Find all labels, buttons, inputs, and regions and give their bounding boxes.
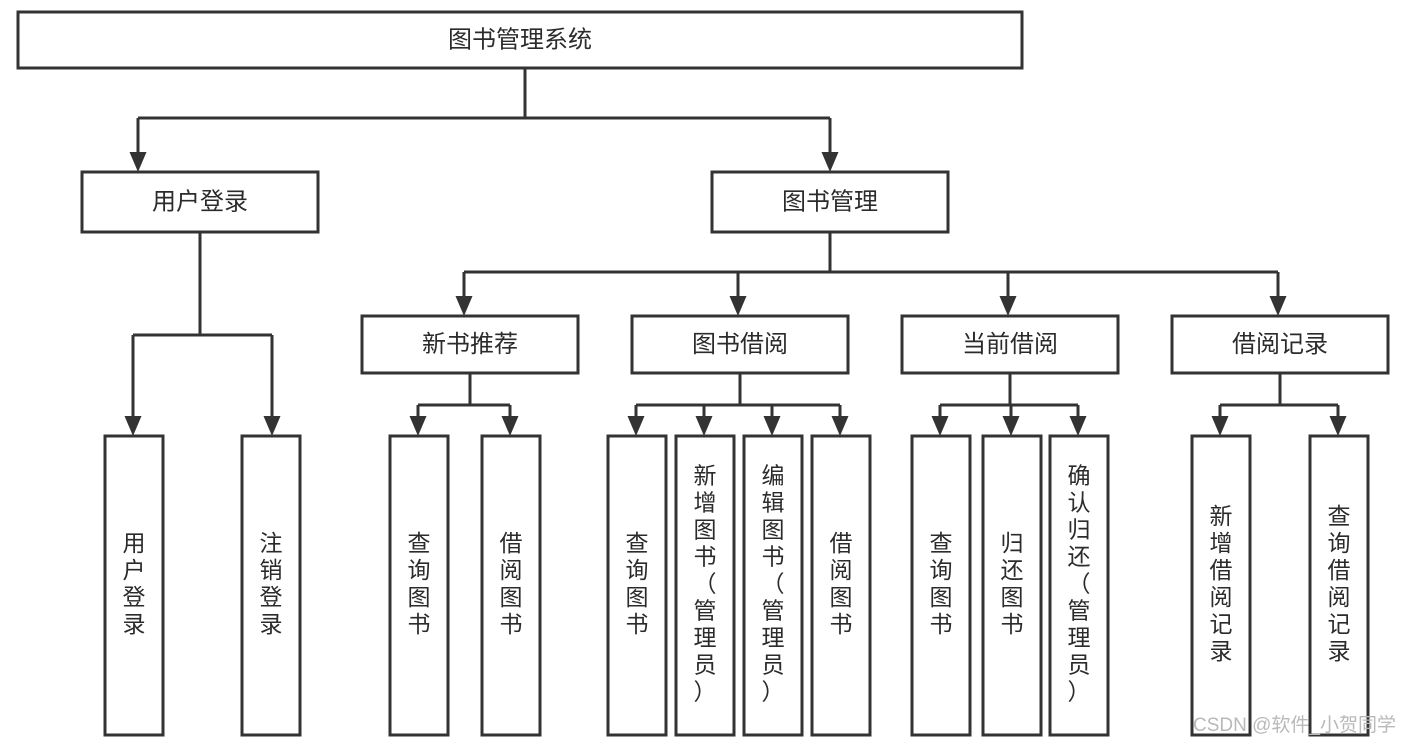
node-box-current-borrow[interactable]: [900, 314, 1120, 375]
node-leaf-user-login[interactable]: 用户登录: [103, 434, 165, 737]
node-box-leaf-add-book[interactable]: [674, 434, 736, 737]
node-box-leaf-borrow-book-2[interactable]: [810, 434, 872, 737]
node-label-leaf-query-book-2: 查询图书: [626, 530, 649, 637]
current-borrow-drop-1-arrowhead: [1002, 416, 1020, 436]
node-box-leaf-user-logout[interactable]: [240, 434, 302, 737]
node-box-leaf-query-book-2[interactable]: [606, 434, 668, 737]
node-label-leaf-query-book-1: 查询图书: [408, 530, 431, 637]
node-label-root: 图书管理系统: [448, 26, 592, 53]
node-leaf-borrow-book-1[interactable]: 借阅图书: [480, 434, 542, 737]
node-label-new-book-recommend: 新书推荐: [422, 331, 518, 358]
node-label-user-login: 用户登录: [152, 188, 248, 215]
node-leaf-confirm-return[interactable]: 确认归还（管理员）: [1048, 434, 1110, 737]
level1-drop-1-arrowhead: [821, 152, 839, 172]
node-box-leaf-edit-book[interactable]: [742, 434, 804, 737]
node-label-leaf-add-book: 新增图书（管理员）: [694, 463, 717, 705]
node-label-current-borrow: 当前借阅: [962, 331, 1058, 358]
node-leaf-add-book[interactable]: 新增图书（管理员）: [674, 434, 736, 737]
node-leaf-query-book-3[interactable]: 查询图书: [910, 434, 972, 737]
node-current-borrow[interactable]: 当前借阅: [900, 314, 1120, 375]
node-leaf-query-book-1[interactable]: 查询图书: [388, 434, 450, 737]
node-leaf-query-book-2[interactable]: 查询图书: [606, 434, 668, 737]
level2-drop-1-arrowhead: [729, 296, 747, 316]
node-label-leaf-borrow-book-2: 借阅图书: [830, 530, 853, 637]
node-box-user-login[interactable]: [80, 170, 320, 234]
node-box-root[interactable]: [16, 10, 1024, 70]
current-borrow-drop-0-arrowhead: [931, 416, 949, 436]
node-box-leaf-query-book-1[interactable]: [388, 434, 450, 737]
node-root[interactable]: 图书管理系统: [16, 10, 1024, 70]
node-label-book-manage: 图书管理: [782, 188, 878, 215]
level2-drop-2-arrowhead: [999, 296, 1017, 316]
node-user-login[interactable]: 用户登录: [80, 170, 320, 234]
level2-drop-3-arrowhead: [1269, 296, 1287, 316]
node-box-book-borrow[interactable]: [630, 314, 850, 375]
node-label-leaf-query-book-3: 查询图书: [930, 530, 953, 637]
node-label-leaf-edit-book: 编辑图书（管理员）: [762, 463, 785, 705]
node-box-leaf-query-book-3[interactable]: [910, 434, 972, 737]
node-new-book-recommend[interactable]: 新书推荐: [360, 314, 580, 375]
book-borrow-drop-2-arrowhead: [763, 416, 781, 436]
node-box-leaf-add-record[interactable]: [1190, 434, 1252, 737]
node-label-leaf-user-logout: 注销登录: [260, 530, 283, 637]
node-label-leaf-add-record: 新增借阅记录: [1210, 503, 1233, 664]
node-box-new-book-recommend[interactable]: [360, 314, 580, 375]
node-label-leaf-return-book: 归还图书: [1001, 530, 1024, 637]
node-leaf-return-book[interactable]: 归还图书: [981, 434, 1043, 737]
new-book-recommend-drop-0-arrowhead: [409, 416, 427, 436]
node-label-leaf-confirm-return: 确认归还（管理员）: [1068, 463, 1091, 705]
book-borrow-drop-3-arrowhead: [831, 416, 849, 436]
level1-drop-0-arrowhead: [129, 152, 147, 172]
current-borrow-drop-2-arrowhead: [1069, 416, 1087, 436]
node-box-leaf-return-book[interactable]: [981, 434, 1043, 737]
node-label-leaf-borrow-book-1: 借阅图书: [500, 530, 523, 637]
node-label-leaf-user-login: 用户登录: [123, 530, 146, 637]
csdn-watermark: CSDN @软件_小贺同学: [1193, 714, 1396, 736]
node-leaf-user-logout[interactable]: 注销登录: [240, 434, 302, 737]
node-book-borrow[interactable]: 图书借阅: [630, 314, 850, 375]
borrow-record-drop-1-arrowhead: [1329, 416, 1347, 436]
book-borrow-drop-0-arrowhead: [627, 416, 645, 436]
node-borrow-record[interactable]: 借阅记录: [1170, 314, 1390, 375]
connector-layer: [124, 68, 1347, 436]
node-box-leaf-user-login[interactable]: [103, 434, 165, 737]
node-label-borrow-record: 借阅记录: [1232, 331, 1328, 358]
level2-drop-0-arrowhead: [455, 296, 473, 316]
node-box-book-manage[interactable]: [710, 170, 950, 234]
node-leaf-query-record[interactable]: 查询借阅记录: [1308, 434, 1370, 737]
node-box-leaf-query-record[interactable]: [1308, 434, 1370, 737]
user-login-drop-1-arrowhead: [263, 416, 281, 436]
node-book-manage[interactable]: 图书管理: [710, 170, 950, 234]
node-leaf-edit-book[interactable]: 编辑图书（管理员）: [742, 434, 804, 737]
node-leaf-borrow-book-2[interactable]: 借阅图书: [810, 434, 872, 737]
node-layer: 图书管理系统用户登录图书管理新书推荐图书借阅当前借阅借阅记录用户登录注销登录查询…: [16, 10, 1390, 737]
node-label-book-borrow: 图书借阅: [692, 331, 788, 358]
user-login-drop-0-arrowhead: [124, 416, 142, 436]
node-label-leaf-query-record: 查询借阅记录: [1328, 503, 1351, 664]
borrow-record-drop-0-arrowhead: [1211, 416, 1229, 436]
new-book-recommend-drop-1-arrowhead: [501, 416, 519, 436]
book-borrow-drop-1-arrowhead: [695, 416, 713, 436]
node-leaf-add-record[interactable]: 新增借阅记录: [1190, 434, 1252, 737]
node-box-borrow-record[interactable]: [1170, 314, 1390, 375]
node-box-leaf-confirm-return[interactable]: [1048, 434, 1110, 737]
node-box-leaf-borrow-book-1[interactable]: [480, 434, 542, 737]
